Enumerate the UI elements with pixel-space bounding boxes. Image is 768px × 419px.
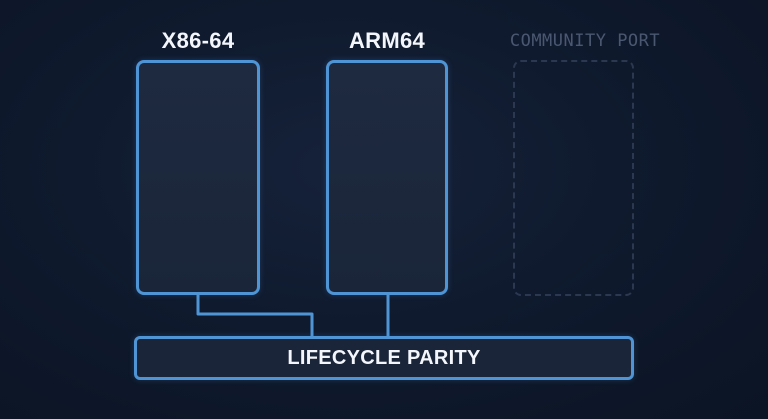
lifecycle-parity-label: LIFECYCLE PARITY (287, 346, 481, 369)
x86-64-column-box (136, 60, 260, 295)
community-port-placeholder-box (513, 60, 634, 296)
column-label-community-port: COMMUNITY PORT (509, 31, 661, 51)
column-label-x86-64: X86-64 (161, 28, 235, 53)
connector-x86-to-bar (196, 295, 314, 336)
arm64-column-box (326, 60, 448, 295)
lifecycle-parity-bar: LIFECYCLE PARITY (134, 336, 634, 380)
column-label-arm64: ARM64 (348, 28, 426, 53)
